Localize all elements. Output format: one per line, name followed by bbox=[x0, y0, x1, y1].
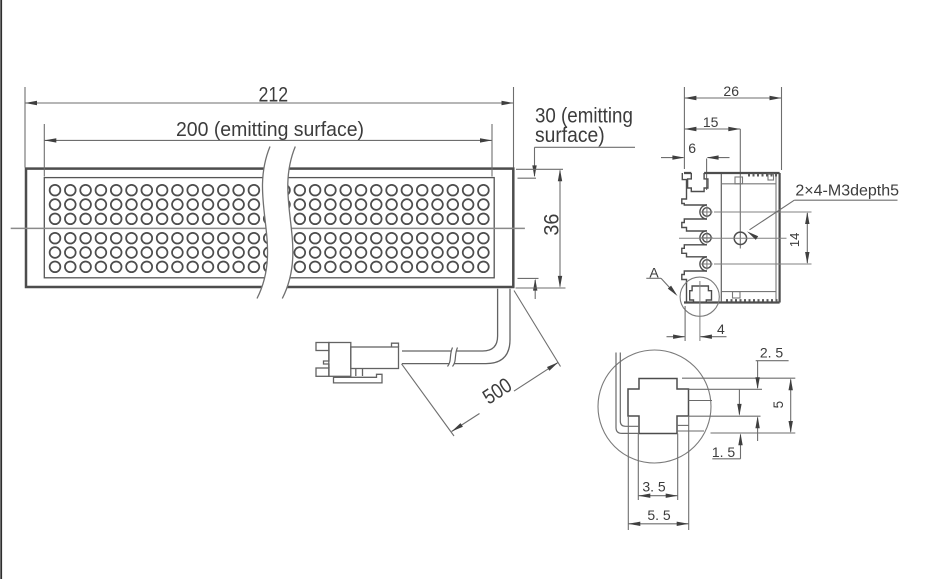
svg-text:212: 212 bbox=[259, 83, 289, 106]
svg-text:14: 14 bbox=[787, 233, 802, 247]
svg-text:36: 36 bbox=[541, 214, 564, 236]
svg-text:2×4-M3depth5: 2×4-M3depth5 bbox=[795, 183, 899, 200]
svg-text:200 (emitting surface): 200 (emitting surface) bbox=[176, 119, 364, 141]
svg-text:1. 5: 1. 5 bbox=[712, 444, 736, 460]
svg-text:30 (emitting: 30 (emitting bbox=[535, 104, 633, 127]
svg-text:4: 4 bbox=[717, 321, 725, 337]
svg-text:surface): surface) bbox=[535, 124, 605, 147]
svg-text:A: A bbox=[649, 265, 659, 281]
svg-text:5: 5 bbox=[771, 401, 786, 409]
svg-text:3. 5: 3. 5 bbox=[642, 479, 666, 495]
svg-text:5. 5: 5. 5 bbox=[647, 507, 671, 523]
svg-text:6: 6 bbox=[688, 140, 696, 156]
svg-text:2. 5: 2. 5 bbox=[760, 344, 784, 360]
svg-text:15: 15 bbox=[703, 114, 719, 130]
svg-text:26: 26 bbox=[723, 83, 739, 99]
